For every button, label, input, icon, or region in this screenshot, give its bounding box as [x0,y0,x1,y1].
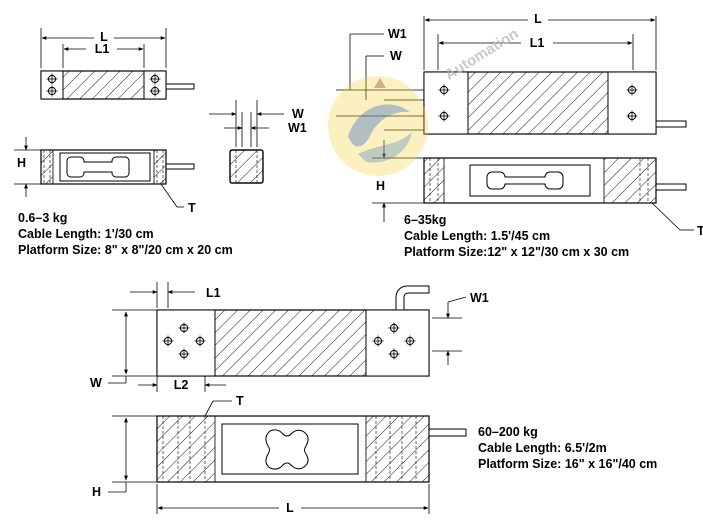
dim-label-L: L [100,30,108,44]
dim-label-T: T [697,224,703,238]
large-cell-side-view: H T L [92,394,467,515]
dim-label-H: H [17,156,26,170]
dim-label-L1: L1 [530,36,545,50]
dim-label-W: W [390,49,402,63]
large-cell-top-view: L1 W W1 L2 [90,282,489,392]
small-cell-top-view: L L1 [40,28,195,100]
dim-label-W: W [292,107,304,121]
small-cell-side-view: H T [14,137,196,215]
platform-size-label: Platform Size: 16" x 16"/40 cm [478,457,658,471]
platform-size-label: Platform Size:12" x 12"/30 cm x 30 cm [404,245,630,259]
dim-label-L1: L1 [206,286,221,300]
cable-length-label: Cable Length: 6.5'/2m [478,441,607,455]
dim-label-W1: W1 [470,291,489,305]
model-medium-specs: 6–35kg Cable Length: 1.5'/45 cm Platform… [404,212,629,260]
dim-label-H: H [92,485,101,499]
medium-cell-side-view: H T [372,140,703,238]
capacity-label: 60–200 kg [478,425,538,439]
platform-size-label: Platform Size: 8" x 8"/20 cm x 20 cm [18,243,233,257]
dim-label-T: T [188,201,196,215]
dim-label-H: H [376,179,385,193]
medium-cell-top-view: L L1 W1 W [336,12,687,135]
dim-label-L2: L2 [174,378,189,392]
small-cell-end-view: W W1 [209,100,307,184]
model-large-specs: 60–200 kg Cable Length: 6.5'/2m Platform… [478,424,657,472]
cable-length-label: Cable Length: 1'/30 cm [18,227,154,241]
capacity-label: 0.6–3 kg [18,211,68,225]
dim-label-L: L [534,12,542,26]
model-small-specs: 0.6–3 kg Cable Length: 1'/30 cm Platform… [18,210,233,258]
dim-label-T: T [236,394,244,408]
dim-label-W1: W1 [288,121,307,135]
dim-label-W1: W1 [388,27,407,41]
capacity-label: 6–35kg [404,213,447,227]
dim-label-W: W [90,376,102,390]
cable-length-label: Cable Length: 1.5'/45 cm [404,229,551,243]
dim-label-L1: L1 [95,42,110,56]
dim-label-L: L [286,501,294,515]
